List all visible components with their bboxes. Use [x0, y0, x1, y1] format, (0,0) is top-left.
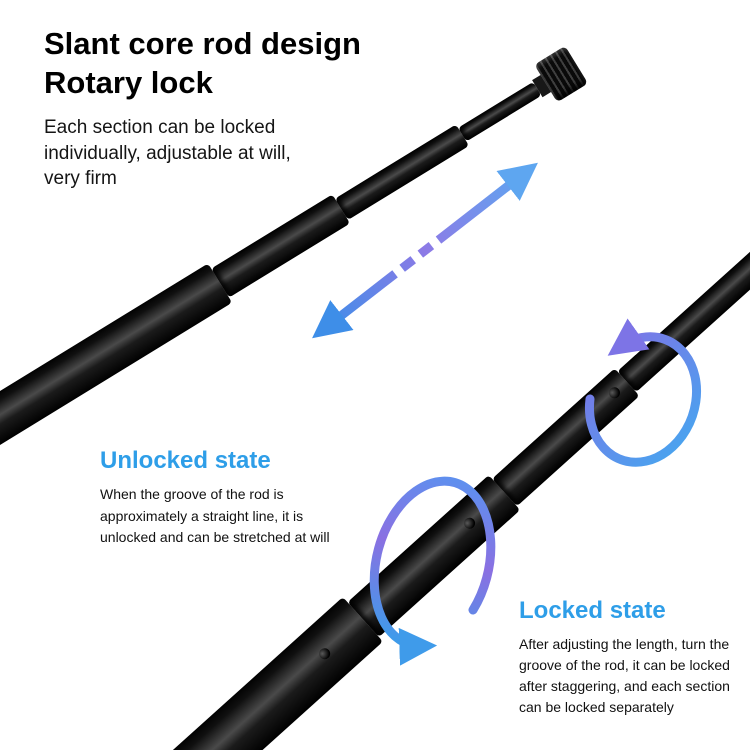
rod-section-4	[458, 81, 542, 142]
lock-pin-icon	[606, 384, 623, 401]
unlocked-state-note: Unlocked state When the groove of the ro…	[100, 447, 340, 549]
header-description: Each section can be locked individually,…	[44, 117, 291, 189]
unlocked-state-body: When the groove of the rod is approximat…	[100, 486, 330, 546]
title-line-2: Rotary lock	[44, 65, 213, 101]
title-line-1: Slant core rod design	[44, 26, 361, 61]
lock-pin-icon	[461, 515, 478, 532]
lock-pin-icon	[316, 645, 333, 662]
rod-section-thick	[119, 596, 384, 750]
rod-section-mid	[347, 474, 520, 637]
rod-section-thin	[617, 234, 750, 393]
locked-state-note: Locked state After adjusting the length,…	[519, 597, 743, 718]
locked-state-heading: Locked state	[519, 597, 666, 624]
locked-state-body: After adjusting the length, turn the gro…	[519, 636, 730, 715]
unlocked-state-heading: Unlocked state	[100, 447, 271, 474]
rod-section-upper	[491, 367, 640, 506]
rod-section-2	[211, 194, 351, 298]
